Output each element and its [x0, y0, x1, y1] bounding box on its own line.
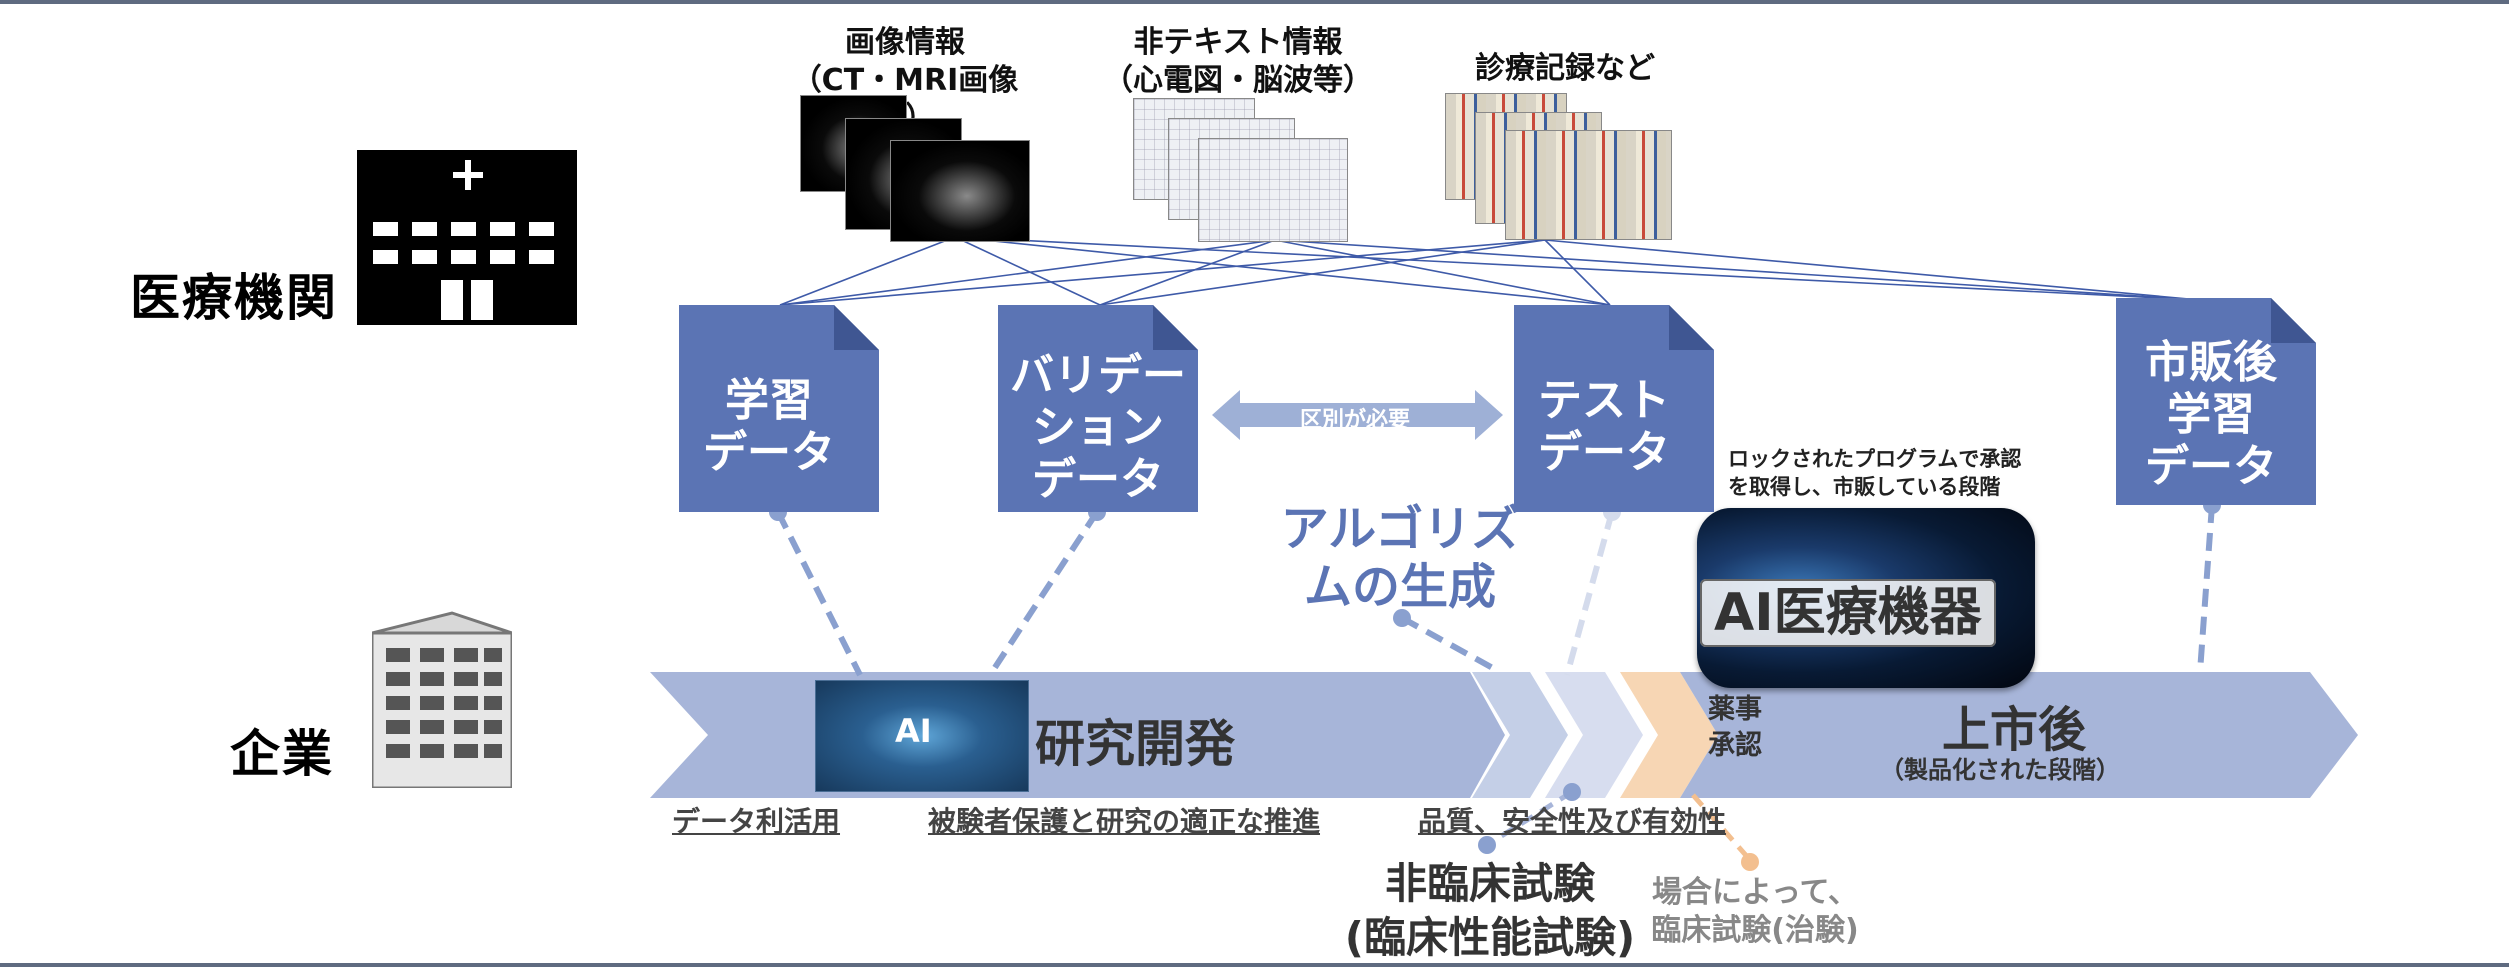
chevron-1 — [1472, 672, 1568, 798]
test-dashed-connector — [1564, 511, 1615, 676]
office-building-icon — [372, 611, 512, 788]
subject-protection-item: 被験者保護と研究の適正な推進 — [928, 805, 1321, 838]
mri-scan-image-front — [890, 140, 1030, 242]
source-records-label: 診療記録など — [1445, 50, 1685, 88]
bottom-rule — [0, 963, 2509, 967]
dashed-connectors — [775, 504, 2215, 677]
ecg-sheet-front — [1198, 138, 1348, 242]
data-use-item: データ利活用 — [672, 805, 841, 838]
postmarket-sublabel: （製品化された段階） — [1880, 756, 2120, 784]
quality-safety-efficacy-item: 品質、安全性及び有効性 — [1418, 805, 1727, 838]
source-image-label: 画像情報 （CT・MRI画像等） — [770, 24, 1040, 138]
postmarket-data-doc — [2116, 298, 2316, 505]
approval-label: 薬事 承認 — [1708, 694, 1762, 761]
distinction-double-arrow — [1212, 390, 1503, 440]
rd-label: 研究開発 — [1035, 715, 1235, 773]
clinical-dashed-connector — [1691, 793, 1752, 862]
validation-data-label: バリデー ション データ — [1010, 350, 1186, 505]
source-records-title: 診療記録など — [1475, 51, 1655, 86]
ai-medical-device-label: AI医療機器 — [1700, 579, 1996, 647]
distinction-label: 区別が必要 — [1299, 408, 1410, 433]
algorithm-generation-label: アルゴリズ ムの生成 — [1280, 501, 1520, 615]
chevron-2 — [1545, 672, 1643, 798]
ai-medical-device-label-wrap: AI医療機器 — [1700, 570, 1996, 647]
postmarket-label: 上市後 — [1942, 702, 2087, 758]
clinical-trial-label: 場合によって、 臨床試験(治験) — [1651, 875, 1859, 948]
ai-thumb-label: AI — [895, 712, 932, 750]
ai-research-image — [815, 680, 1029, 792]
training-data-label: 学習 データ — [703, 375, 835, 478]
hospital-icon — [357, 150, 577, 325]
source-nontext-title: 非テキスト情報 — [1133, 25, 1343, 60]
top-rule — [0, 0, 2509, 4]
locked-program-note: ロックされたプログラムで承認 を取得し、市販している段階 — [1728, 447, 2022, 499]
postmarket-data-label: 市販後 学習 データ — [2145, 337, 2277, 492]
validation-data-doc — [998, 305, 1198, 512]
source-image-title: 画像情報 — [845, 25, 965, 60]
test-data-doc — [1514, 305, 1714, 512]
source-network-lines — [779, 236, 2201, 306]
source-nontext-subtitle: （心電図・脳波等） — [1103, 63, 1373, 98]
test-data-label: テスト データ — [1538, 375, 1670, 478]
institution-label: 医療機関 — [130, 269, 338, 327]
company-label: 企業 — [230, 725, 334, 783]
training-data-doc — [679, 305, 879, 512]
medical-records-photo-front — [1505, 130, 1672, 240]
nonclinical-trial-label: 非臨床試験 (臨床性能試験) — [1344, 859, 1636, 962]
chevron-orange — [1620, 672, 1718, 798]
postmarket-arrow — [1680, 672, 2358, 798]
source-nontext-label: 非テキスト情報 （心電図・脳波等） — [1098, 24, 1378, 100]
